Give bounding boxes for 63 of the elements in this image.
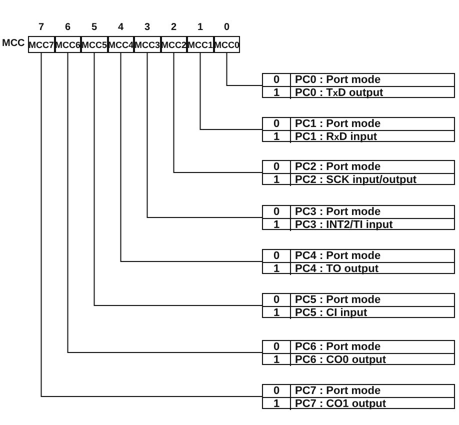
- setting-description: PC4 : Port mode: [291, 250, 454, 263]
- bit-setting-table: [262, 249, 455, 274]
- register-bit-field: MCC5: [81, 36, 108, 53]
- bit-value: 0: [263, 161, 291, 174]
- leader-line: [173, 52, 262, 173]
- bit-value: 1: [263, 307, 291, 319]
- register-bit-field: MCC2: [160, 36, 187, 53]
- bit-value: 1: [263, 174, 291, 186]
- bit-setting-table: [262, 117, 455, 142]
- bit-value: 0: [263, 206, 291, 219]
- setting-description: PC4 : TO output: [294, 263, 380, 275]
- bit-value: 1: [263, 354, 291, 366]
- bit-value: 0: [263, 385, 291, 398]
- leader-line: [94, 52, 262, 306]
- setting-description: PC2 : Port mode: [291, 161, 454, 174]
- leader-line: [67, 52, 262, 353]
- bit-value: 1: [263, 87, 291, 99]
- bit-number: 7: [37, 22, 46, 33]
- leader-line: [200, 52, 262, 130]
- register-bit-field: MCC4: [108, 36, 134, 53]
- setting-description: PC6 : CO0 output: [294, 354, 388, 366]
- bit-value: 1: [263, 398, 291, 410]
- bit-number: 5: [90, 22, 98, 33]
- bit-value: 1: [263, 263, 291, 275]
- bit-value: 1: [263, 131, 291, 143]
- register-bit-field: MCC0: [214, 36, 240, 53]
- bit-value: 1: [263, 219, 291, 231]
- bit-setting-table: [262, 205, 455, 230]
- setting-description: PC7 : CO1 output: [294, 398, 388, 410]
- bit-number: 3: [143, 22, 152, 33]
- bit-number: 4: [116, 22, 125, 33]
- setting-description: PC3 : INT2/TI input: [294, 219, 394, 231]
- bit-value: 0: [263, 341, 291, 354]
- setting-description: PC0 : Port mode: [291, 74, 454, 87]
- bit-value: 0: [263, 294, 291, 307]
- bit-setting-table: [262, 340, 455, 365]
- bit-value: 0: [263, 250, 291, 263]
- leader-line: [120, 52, 262, 262]
- register-name: MCC: [2, 38, 25, 49]
- bit-setting-table: [262, 384, 455, 409]
- register-bit-field: MCC3: [134, 36, 160, 53]
- bit-setting-table: [262, 293, 455, 318]
- bit-number: 6: [64, 22, 72, 33]
- register-bit-field: MCC7: [28, 36, 54, 53]
- bit-number: 2: [170, 22, 178, 33]
- register-bit-field: MCC6: [54, 36, 81, 53]
- setting-description: PC5 : CI input: [294, 307, 368, 319]
- register-bit-field: MCC1: [187, 36, 214, 53]
- bit-number: 1: [196, 22, 204, 33]
- leader-line: [40, 52, 262, 397]
- bit-number: 0: [222, 22, 231, 33]
- bit-setting-table: [262, 160, 455, 185]
- setting-description: PC1 : Port mode: [291, 118, 454, 131]
- setting-description: PC2 : SCK input/output: [294, 174, 418, 186]
- bit-setting-table: [262, 73, 455, 98]
- bit-value: 0: [263, 74, 291, 87]
- leader-line: [226, 52, 262, 86]
- setting-description: PC5 : Port mode: [291, 294, 454, 307]
- leader-line: [146, 52, 262, 218]
- setting-description: PC6 : Port mode: [291, 341, 454, 354]
- bit-value: 0: [263, 118, 291, 131]
- setting-description: PC7 : Port mode: [291, 385, 454, 398]
- setting-description: PC3 : Port mode: [291, 206, 454, 219]
